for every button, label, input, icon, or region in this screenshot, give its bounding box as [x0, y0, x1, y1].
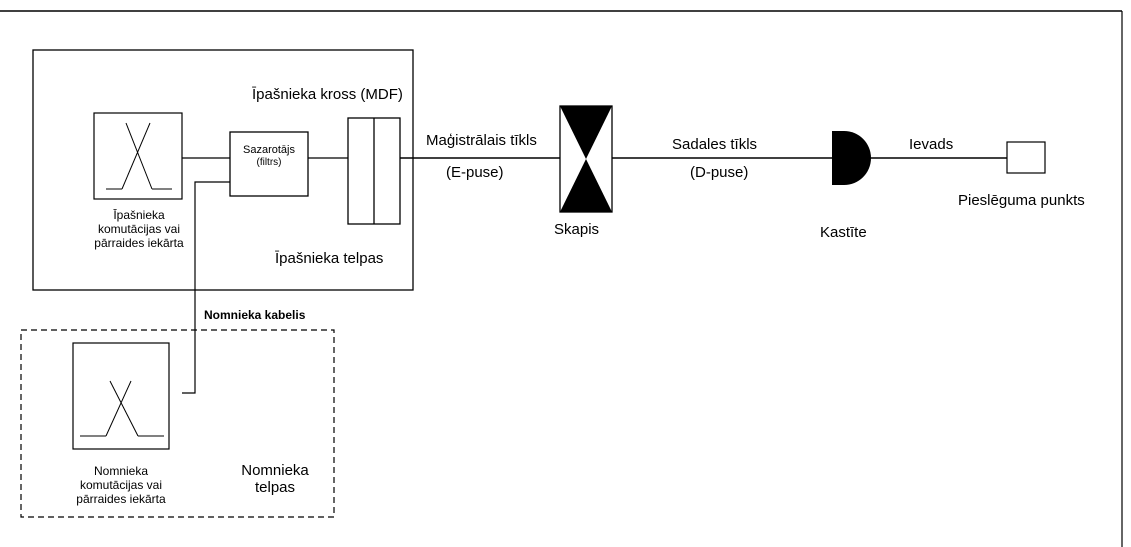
- owner-equipment-label-line: pārraides iekārta: [94, 235, 184, 250]
- owner-premises-label: Īpašnieka telpas: [275, 250, 384, 267]
- connection-point-icon: [1006, 141, 1046, 174]
- trunk-side-label: (E-puse): [446, 164, 504, 181]
- tenant-premises-label: Nomnieka telpas: [235, 462, 315, 497]
- distribution-network-label: Sadales tīkls: [672, 136, 758, 153]
- tenant-equipment-icon: [72, 342, 170, 450]
- owner-equipment-label-line: komutācijas vai: [97, 221, 181, 236]
- splitter-label: Sazarotājs (filtrs): [230, 144, 308, 168]
- cabinet-icon: [559, 105, 613, 213]
- cabinet-label: Skapis: [554, 221, 600, 238]
- mdf-label: Īpašnieka kross (MDF): [252, 86, 403, 103]
- splitter-label-line: (filtrs): [256, 156, 282, 168]
- tenant-equipment-label-line: Nomnieka: [93, 464, 149, 478]
- tenant-premises-label-line: Nomnieka: [241, 462, 309, 479]
- owner-equipment-icon: [93, 112, 183, 200]
- owner-equipment-label-line: Īpašnieka: [113, 208, 165, 222]
- connection-point-label: Pieslēguma punkts: [958, 192, 1085, 209]
- tenant-equipment-label-line: komutācijas vai: [79, 477, 163, 492]
- mdf-frame: [347, 117, 401, 225]
- tenant-cable-label: Nomnieka kabelis: [204, 308, 306, 322]
- tenant-equipment-label-line: pārraides iekārta: [76, 491, 166, 506]
- tenant-cable-line: [182, 181, 230, 394]
- owner-equipment-label: Īpašnieka komutācijas vai pārraides iekā…: [74, 208, 204, 250]
- distribution-box-icon: [832, 131, 871, 185]
- distribution-side-label: (D-puse): [690, 164, 749, 181]
- drop-label: Ievads: [909, 136, 954, 153]
- tenant-equipment-label: Nomnieka komutācijas vai pārraides iekār…: [56, 464, 186, 506]
- tenant-premises-label-line: telpas: [254, 479, 296, 497]
- splitter-box: [229, 131, 309, 197]
- trunk-network-label: Maģistrālais tīkls: [426, 132, 537, 149]
- box-label: Kastīte: [820, 224, 867, 241]
- owner-premises-box: [32, 49, 414, 291]
- splitter-label-line: Sazarotājs: [243, 144, 295, 156]
